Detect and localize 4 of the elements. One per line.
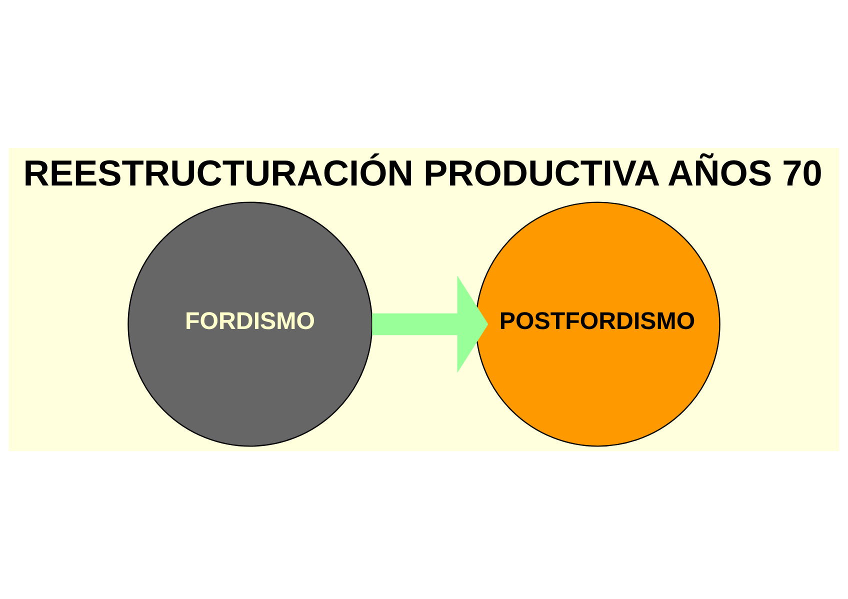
- node-circle: FORDISMO: [128, 202, 373, 447]
- arrow: [372, 275, 488, 374]
- node-circle: POSTFORDISMO: [475, 202, 720, 447]
- diagram-title: REESTRUCTURACIÓN PRODUCTIVA AÑOS 70: [23, 152, 822, 194]
